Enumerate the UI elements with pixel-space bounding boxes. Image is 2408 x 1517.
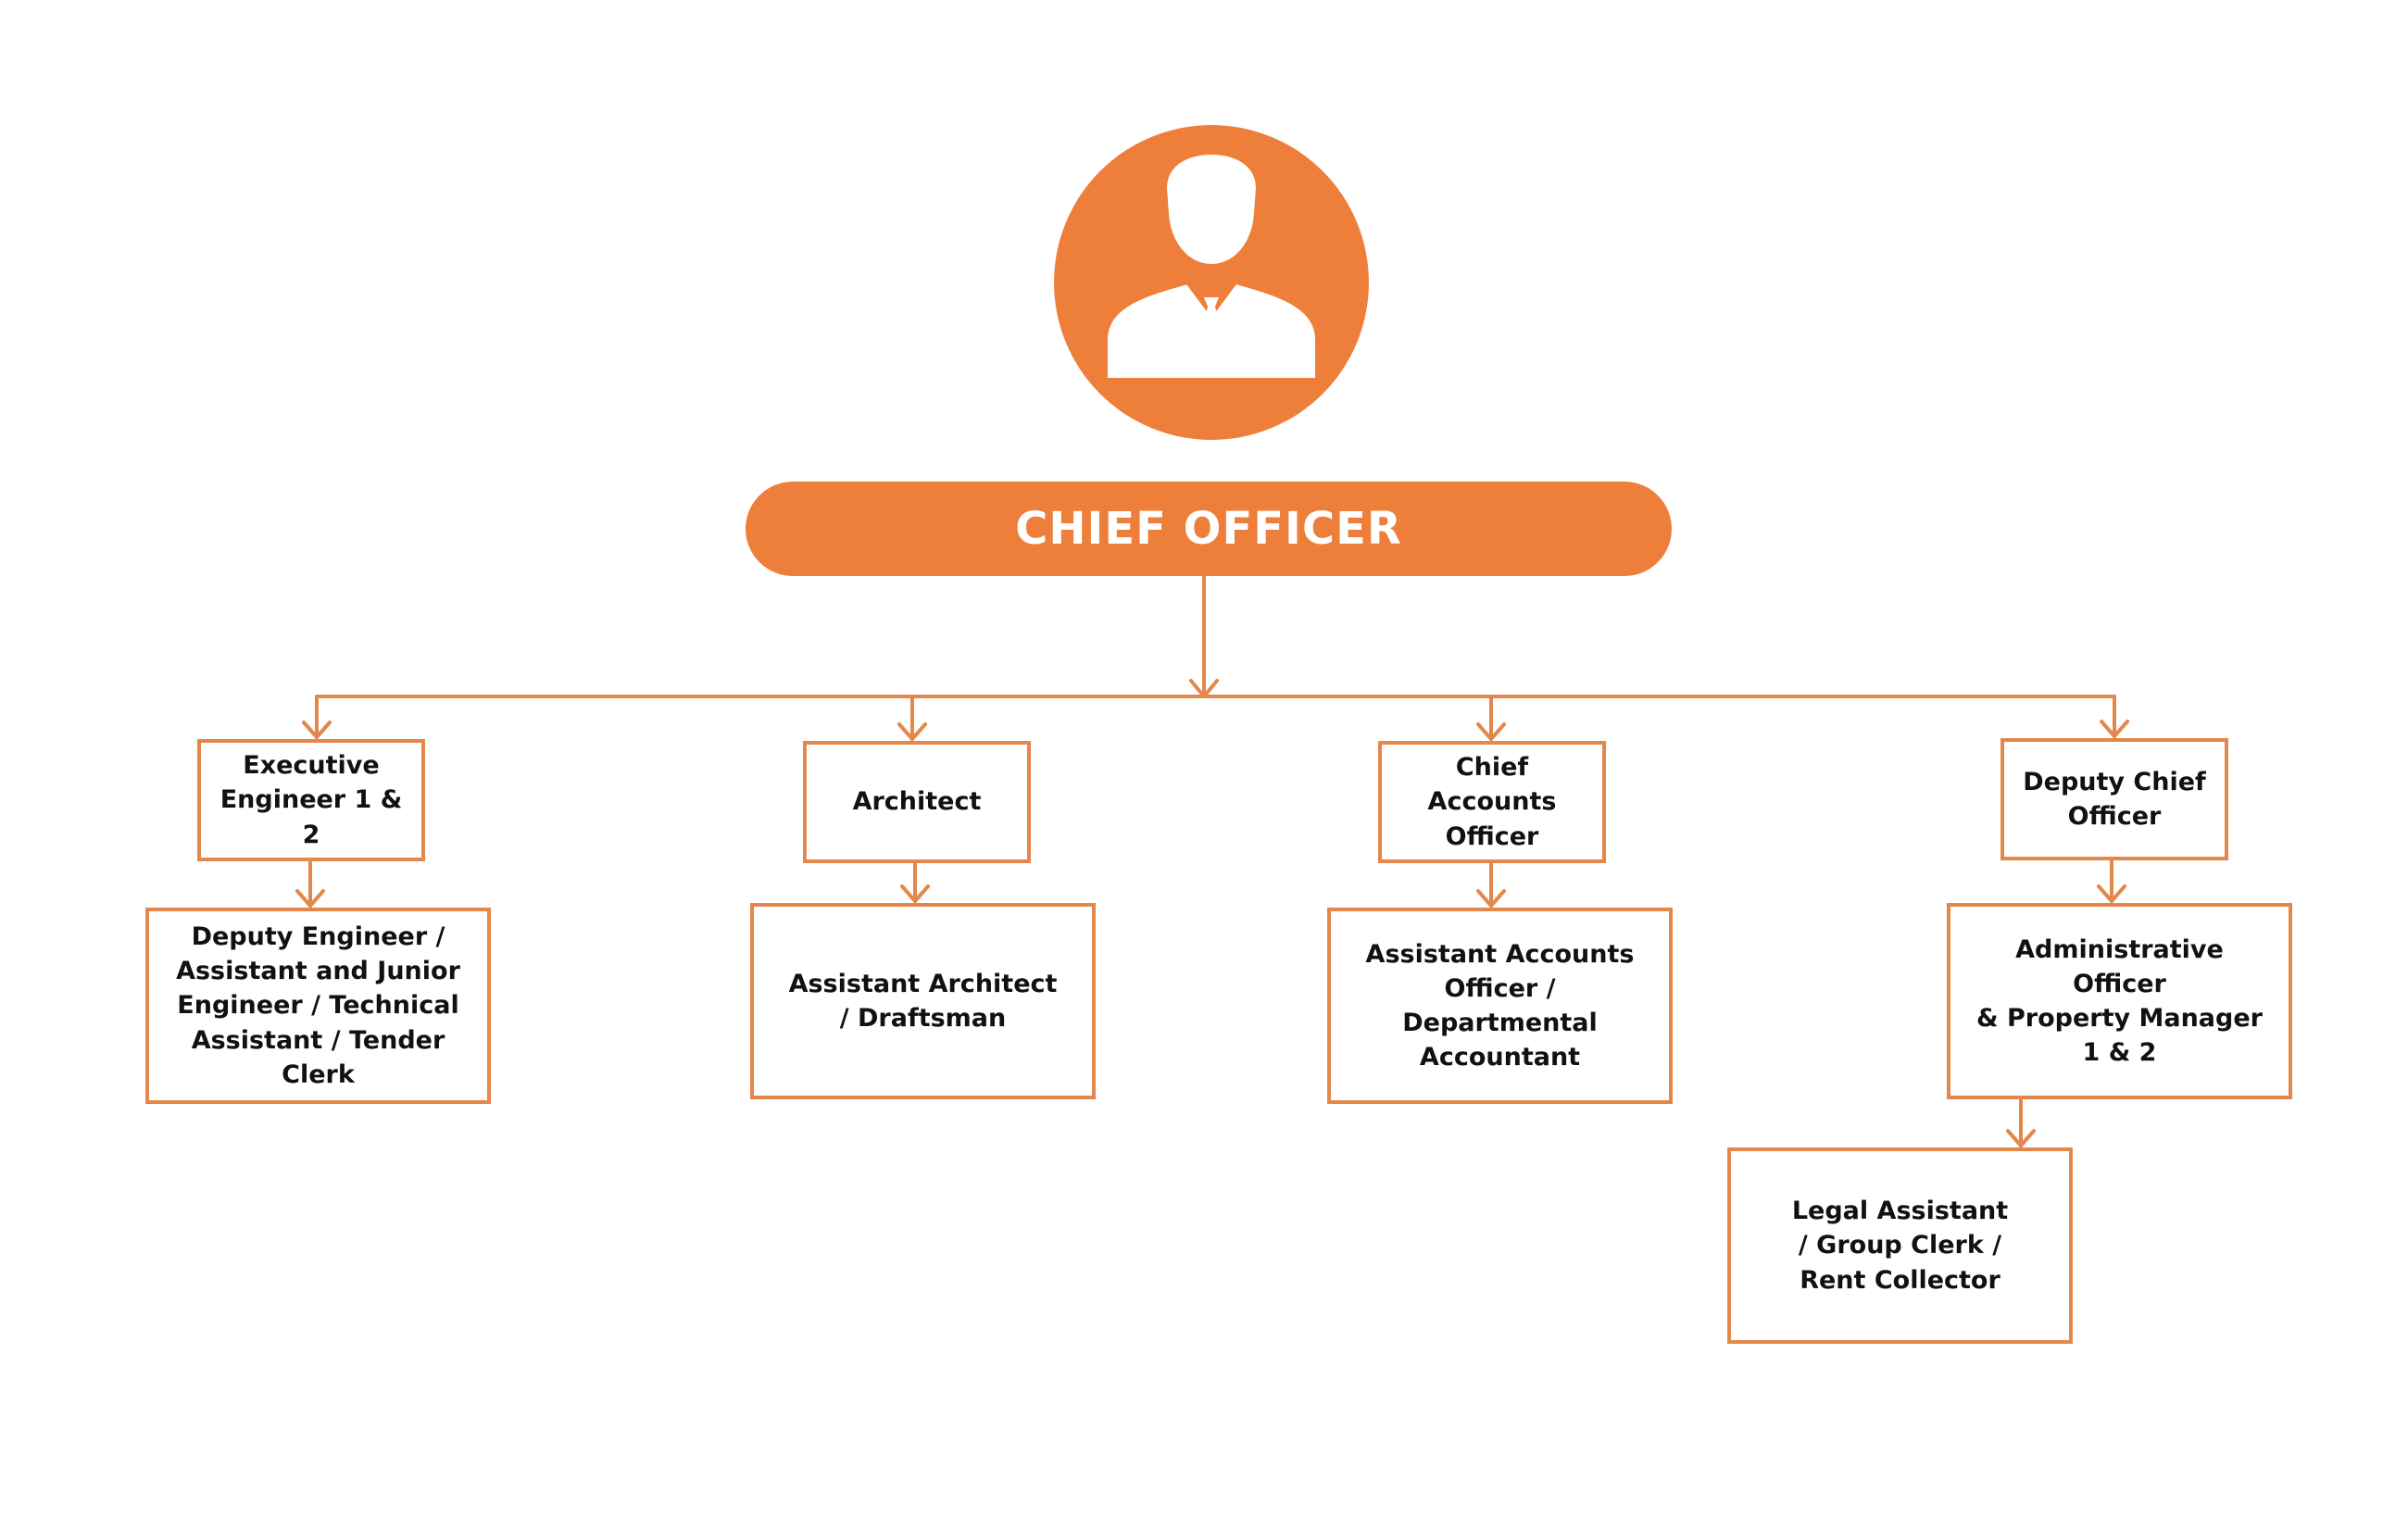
- assistant-architect-box: Assistant Architect / Draftsman: [750, 903, 1096, 1099]
- legal-assistant-box: Legal Assistant / Group Clerk / Rent Col…: [1727, 1147, 2073, 1344]
- arrowhead-drop-1: [302, 721, 332, 739]
- deputy-chief-officer-box: Deputy Chief Officer: [2000, 738, 2228, 860]
- arrowhead-staff-1: [295, 889, 325, 908]
- arrowhead-staff-3: [1476, 889, 1506, 908]
- arrowhead-legal: [2006, 1129, 2036, 1147]
- administrative-officer-box: Administrative Officer & Property Manage…: [1947, 903, 2292, 1099]
- arrowhead-drop-3: [1476, 722, 1506, 741]
- arrowhead-drop-2: [897, 722, 927, 741]
- chief-officer-title: CHIEF OFFICER: [746, 482, 1672, 576]
- architect-box: Architect: [803, 741, 1031, 863]
- arrowhead-root: [1189, 679, 1219, 698]
- arrowhead-drop-4: [2100, 720, 2129, 738]
- deputy-engineer-box: Deputy Engineer / Assistant and Junior E…: [145, 908, 491, 1104]
- arrowhead-staff-2: [900, 884, 930, 903]
- assistant-accounts-officer-box: Assistant Accounts Officer / Departmenta…: [1327, 908, 1673, 1104]
- person-with-tie-icon: [1108, 155, 1315, 378]
- arrowhead-staff-4: [2097, 884, 2126, 903]
- executive-engineer-box: Executive Engineer 1 & 2: [197, 739, 425, 861]
- chief-accounts-officer-box: Chief Accounts Officer: [1378, 741, 1606, 863]
- chief-officer-avatar: [1054, 125, 1369, 440]
